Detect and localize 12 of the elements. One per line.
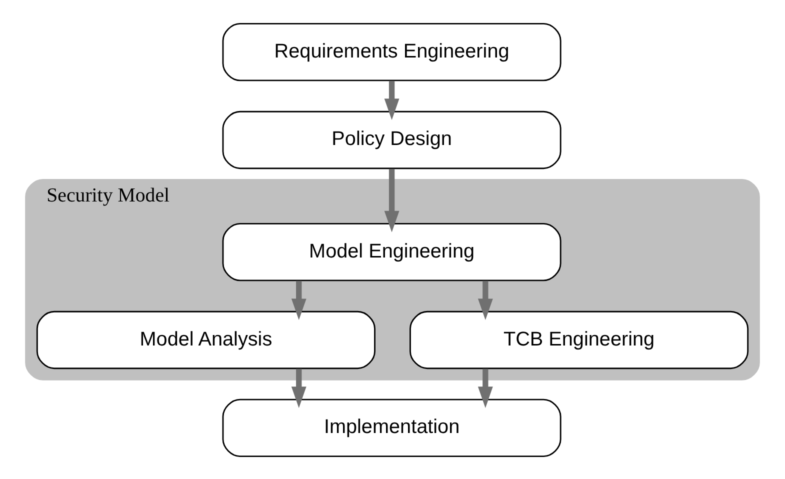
arrow xyxy=(291,368,306,408)
node-box: Model Analysis xyxy=(36,310,376,369)
arrow xyxy=(291,280,306,320)
node-box: Requirements Engineering xyxy=(222,22,562,81)
arrow xyxy=(384,168,400,232)
node-box: Policy Design xyxy=(222,110,562,169)
arrow xyxy=(478,280,493,320)
node-box: TCB Engineering xyxy=(410,310,749,369)
node-box: Implementation xyxy=(222,398,562,457)
arrow xyxy=(478,368,493,408)
node-box: Model Engineering xyxy=(222,222,562,281)
arrow xyxy=(384,80,400,120)
